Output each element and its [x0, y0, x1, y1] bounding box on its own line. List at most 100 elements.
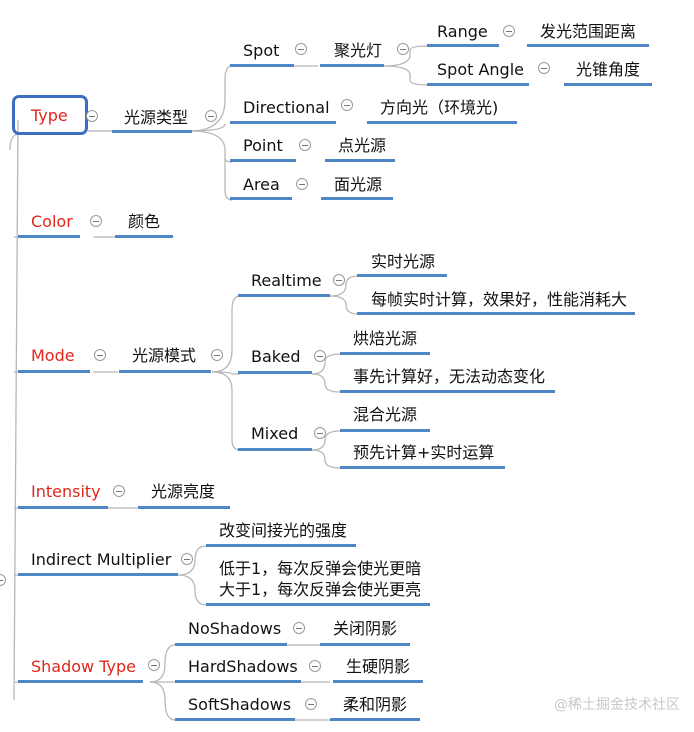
node-baked[interactable]: Baked: [251, 346, 300, 368]
node-mixed-c1-label: 混合光源: [353, 405, 418, 424]
node-realtime-c2-label: 每帧实时计算，效果好，性能消耗大: [371, 290, 628, 309]
node-type-label: Type: [31, 106, 68, 125]
underline: [330, 718, 420, 721]
node-hardshadows[interactable]: HardShadows: [188, 656, 298, 678]
collapse-softshadows-icon[interactable]: [305, 698, 317, 710]
collapse-spot-icon[interactable]: [295, 43, 307, 55]
underline: [230, 121, 336, 124]
node-area-child[interactable]: 面光源: [334, 174, 382, 196]
underline: [325, 159, 395, 162]
node-softshadows[interactable]: SoftShadows: [188, 694, 291, 716]
collapse-mixed-icon[interactable]: [314, 427, 326, 439]
node-color-label: Color: [31, 212, 73, 231]
collapse-mode-child-icon[interactable]: [211, 349, 223, 361]
underline: [175, 643, 287, 646]
collapse-area-icon[interactable]: [296, 178, 308, 190]
collapse-spot-child-icon[interactable]: [397, 43, 409, 55]
node-spot-angle-child[interactable]: 光锥角度: [576, 59, 640, 81]
node-shadow-label: Shadow Type: [31, 657, 136, 676]
node-realtime-c1[interactable]: 实时光源: [371, 251, 435, 273]
collapse-noshadows-icon[interactable]: [293, 622, 305, 634]
node-indirect-c2[interactable]: 低于1，每次反弹会使光更暗: [219, 558, 421, 580]
node-type[interactable]: Type: [31, 105, 68, 127]
node-spot-child-label: 聚光灯: [334, 41, 383, 60]
underline: [230, 197, 292, 200]
collapse-baked-icon[interactable]: [314, 350, 326, 362]
node-area-label: Area: [243, 175, 280, 194]
node-range[interactable]: Range: [437, 21, 488, 43]
node-hardshadows-child-label: 生硬阴影: [346, 657, 411, 676]
collapse-type-icon[interactable]: [86, 110, 98, 122]
underline: [527, 44, 649, 47]
node-noshadows[interactable]: NoShadows: [188, 618, 281, 640]
node-indirect-c2-label: 低于1，每次反弹会使光更暗: [219, 559, 422, 578]
node-intensity-child-label: 光源亮度: [151, 482, 216, 501]
node-mixed-label: Mixed: [251, 424, 299, 443]
node-mixed[interactable]: Mixed: [251, 423, 298, 445]
node-point-child[interactable]: 点光源: [338, 135, 386, 157]
node-point-child-label: 点光源: [338, 136, 387, 155]
collapse-intensity-icon[interactable]: [113, 485, 125, 497]
collapse-mode-icon[interactable]: [94, 349, 106, 361]
node-spot-child[interactable]: 聚光灯: [334, 40, 382, 62]
node-mixed-c2[interactable]: 预先计算+实时运算: [353, 442, 494, 464]
node-intensity[interactable]: Intensity: [31, 481, 101, 503]
underline: [119, 370, 211, 373]
node-hardshadows-label: HardShadows: [188, 657, 298, 676]
node-shadow[interactable]: Shadow Type: [31, 656, 136, 678]
collapse-type-child-icon[interactable]: [205, 110, 217, 122]
node-type-child-label: 光源类型: [124, 108, 189, 127]
node-indirect-c1[interactable]: 改变间接光的强度: [219, 520, 347, 542]
node-indirect[interactable]: Indirect Multiplier: [31, 549, 171, 571]
node-hardshadows-child[interactable]: 生硬阴影: [346, 656, 410, 678]
node-mode[interactable]: Mode: [31, 345, 75, 367]
collapse-point-icon[interactable]: [299, 139, 311, 151]
collapse-indirect-icon[interactable]: [181, 553, 193, 565]
node-baked-c1-label: 烘焙光源: [353, 329, 418, 348]
node-baked-c1[interactable]: 烘焙光源: [353, 328, 417, 350]
node-intensity-child[interactable]: 光源亮度: [151, 481, 215, 503]
collapse-color-icon[interactable]: [90, 215, 102, 227]
node-mode-child[interactable]: 光源模式: [132, 345, 196, 367]
underline: [230, 64, 294, 67]
node-baked-c2[interactable]: 事先计算好，无法动态变化: [353, 366, 545, 388]
node-softshadows-label: SoftShadows: [188, 695, 292, 714]
underline: [238, 448, 312, 451]
node-spot-angle-child-label: 光锥角度: [576, 60, 641, 79]
collapse-shadow-icon[interactable]: [148, 659, 160, 671]
node-realtime[interactable]: Realtime: [251, 270, 322, 292]
underline: [18, 680, 143, 683]
underline: [333, 680, 423, 683]
underline: [357, 274, 447, 277]
node-range-label: Range: [437, 22, 488, 41]
node-range-child-label: 发光范围距离: [540, 22, 637, 41]
node-indirect-c3[interactable]: 大于1，每次反弹会使光更亮: [219, 579, 421, 601]
collapse-directional-icon[interactable]: [341, 99, 353, 111]
node-point[interactable]: Point: [243, 135, 283, 157]
node-range-child[interactable]: 发光范围距离: [540, 21, 636, 43]
node-realtime-c2[interactable]: 每帧实时计算，效果好，性能消耗大: [371, 289, 627, 311]
node-color-child[interactable]: 颜色: [128, 211, 160, 233]
node-type-child[interactable]: 光源类型: [124, 107, 188, 129]
node-softshadows-child[interactable]: 柔和阴影: [343, 694, 407, 716]
underline: [175, 718, 295, 721]
node-baked-label: Baked: [251, 347, 301, 366]
node-mixed-c2-label: 预先计算+实时运算: [353, 443, 495, 462]
collapse-range-icon[interactable]: [503, 25, 515, 37]
node-spot-angle[interactable]: Spot Angle: [437, 59, 524, 81]
underline: [340, 466, 505, 469]
collapse-hardshadows-icon[interactable]: [309, 660, 321, 672]
node-mixed-c1[interactable]: 混合光源: [353, 404, 417, 426]
node-noshadows-child[interactable]: 关闭阴影: [333, 618, 397, 640]
collapse-realtime-icon[interactable]: [333, 274, 345, 286]
node-directional-child[interactable]: 方向光（环境光): [380, 97, 498, 119]
node-area[interactable]: Area: [243, 174, 280, 196]
node-spot[interactable]: Spot: [243, 40, 279, 62]
underline: [112, 130, 192, 133]
node-realtime-c1-label: 实时光源: [371, 252, 436, 271]
node-color[interactable]: Color: [31, 211, 73, 233]
collapse-spot-angle-icon[interactable]: [538, 62, 550, 74]
node-directional-label: Directional: [243, 98, 330, 117]
node-baked-c2-label: 事先计算好，无法动态变化: [353, 367, 546, 386]
node-directional[interactable]: Directional: [243, 97, 330, 119]
